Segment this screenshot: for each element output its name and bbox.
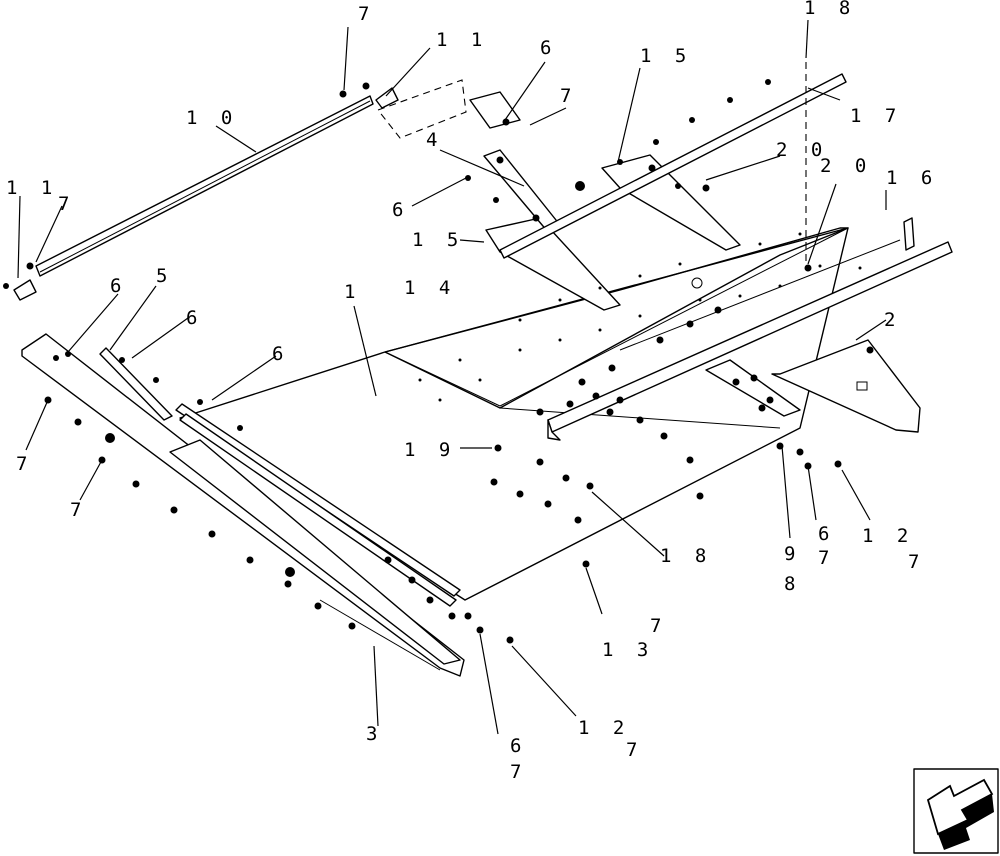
callout-17: 1 7	[850, 105, 902, 127]
bracket-5	[99, 347, 173, 421]
callout-20-b: 2 0	[820, 155, 872, 177]
callout-7-b: 7	[560, 85, 577, 107]
callout-8: 8	[784, 573, 801, 595]
callout-15-a: 1 5	[640, 45, 692, 67]
callout-6-a: 6	[540, 37, 557, 59]
callout-3: 3	[366, 723, 383, 745]
callout-2: 2	[884, 309, 901, 331]
leader-lines	[17, 19, 887, 735]
callout-14: 1 4	[404, 277, 456, 299]
callout-11-b: 1 1	[6, 177, 58, 199]
rail-3	[21, 333, 465, 677]
callout-7-f: 7	[818, 547, 835, 569]
callout-15-b: 1 5	[412, 229, 464, 251]
brace-2	[705, 339, 921, 433]
callout-5: 5	[156, 265, 173, 287]
callout-6-b: 6	[392, 199, 409, 221]
callout-18-a: 1 8	[804, 0, 856, 19]
callout-16: 1 6	[886, 167, 938, 189]
callout-7-g: 7	[908, 551, 925, 573]
direction-arrow-icon	[913, 768, 999, 854]
callout-1: 1	[344, 281, 361, 303]
callout-labels: 7 1 1 6 7 1 5 1 8 1 7 1 0 4 2 0 2 0 1 1 …	[6, 0, 938, 783]
callout-7-j: 7	[510, 761, 527, 783]
strip-17	[499, 73, 847, 259]
callout-12-a: 1 2	[862, 525, 914, 547]
callout-7-c: 7	[58, 193, 75, 215]
callout-18-b: 1 8	[660, 545, 712, 567]
callout-7-d: 7	[16, 453, 33, 475]
callout-6-e: 6	[272, 343, 289, 365]
bar-10	[13, 87, 399, 301]
callout-7-i: 7	[626, 739, 643, 761]
callout-12-b: 1 2	[578, 717, 630, 739]
callout-6-g: 6	[510, 735, 527, 757]
callout-4: 4	[426, 129, 443, 151]
hardware	[3, 79, 874, 644]
callout-9: 9	[784, 543, 801, 565]
callout-11-a: 1 1	[436, 29, 488, 51]
callout-6-f: 6	[818, 523, 835, 545]
channel-16	[547, 217, 953, 441]
callout-20-a: 2 0	[776, 139, 828, 161]
callout-10: 1 0	[186, 107, 238, 129]
floor-plate	[179, 227, 849, 601]
dashed-outline-11	[377, 79, 467, 139]
callout-6-c: 6	[110, 275, 127, 297]
callout-19: 1 9	[404, 439, 456, 461]
callout-7-a: 7	[358, 3, 375, 25]
plate-holes	[418, 232, 862, 402]
callout-13: 1 3	[602, 639, 654, 661]
callout-7-e: 7	[70, 499, 87, 521]
callout-6-d: 6	[186, 307, 203, 329]
callout-7-h: 7	[650, 615, 667, 637]
